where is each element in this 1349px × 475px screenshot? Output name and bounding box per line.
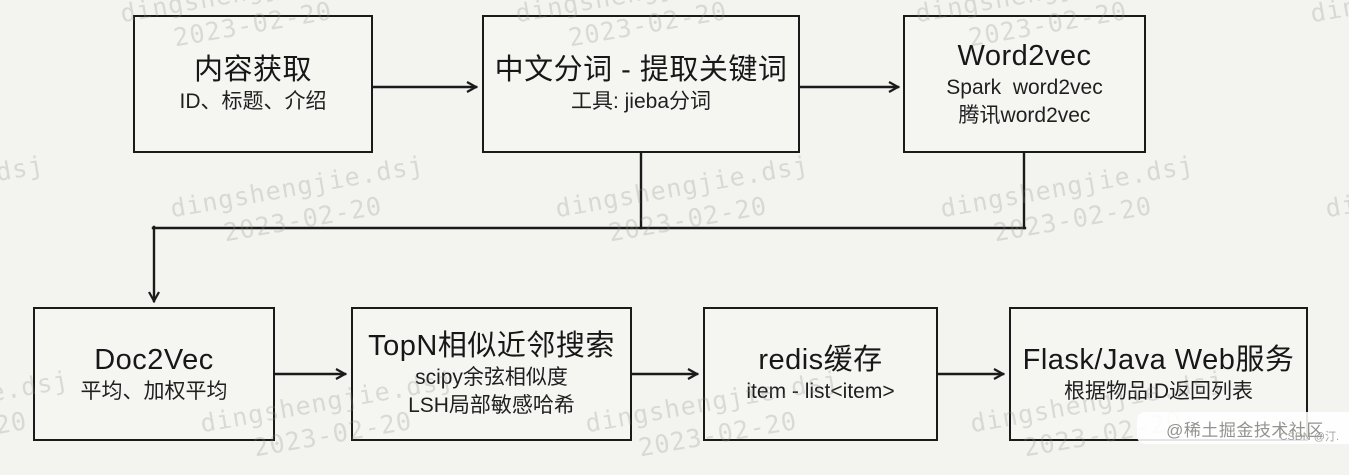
flow-connectors [148, 81, 1027, 380]
node-subtitle: ID、标题、介绍 [179, 90, 327, 114]
node-topn-search: TopN相似近邻搜索 scipy余弦相似度 LSH局部敏感哈希 [351, 307, 632, 441]
node-content-fetch: 内容获取 ID、标题、介绍 [133, 15, 373, 153]
juejin-watermark-text: @稀土掘金技术社区 [1166, 420, 1324, 440]
node-subtitle: 腾讯word2vec [958, 104, 1091, 128]
node-redis-cache: redis缓存 item - list<item> [703, 307, 938, 441]
node-subtitle: 工具: jieba分词 [570, 90, 712, 114]
node-subtitle: 平均、加权平均 [80, 380, 228, 404]
node-title: TopN相似近邻搜索 [368, 330, 615, 363]
node-title: 中文分词 - 提取关键词 [494, 54, 788, 87]
node-subtitle: 根据物品ID返回列表 [1064, 380, 1253, 404]
node-title: redis缓存 [758, 344, 883, 377]
node-doc2vec: Doc2Vec 平均、加权平均 [33, 307, 275, 441]
flowchart-canvas: dingshengjie.dsj2023-02-20dingshengjie.d… [0, 0, 1349, 462]
node-title: Flask/Java Web服务 [1022, 344, 1295, 377]
node-subtitle: LSH局部敏感哈希 [408, 394, 575, 418]
node-title: 内容获取 [193, 54, 312, 87]
node-title: Word2vec [957, 40, 1092, 73]
node-subtitle: scipy余弦相似度 [415, 366, 568, 390]
csdn-watermark-text: CSDN @汀. [1279, 431, 1339, 443]
node-title: Doc2Vec [94, 344, 214, 377]
node-subtitle: Spark word2vec [946, 76, 1103, 100]
node-subtitle: item - list<item> [746, 380, 895, 404]
site-watermark: @稀土掘金技术社区 CSDN @汀. [1137, 412, 1349, 444]
node-word2vec: Word2vec Spark word2vec 腾讯word2vec [903, 15, 1146, 153]
